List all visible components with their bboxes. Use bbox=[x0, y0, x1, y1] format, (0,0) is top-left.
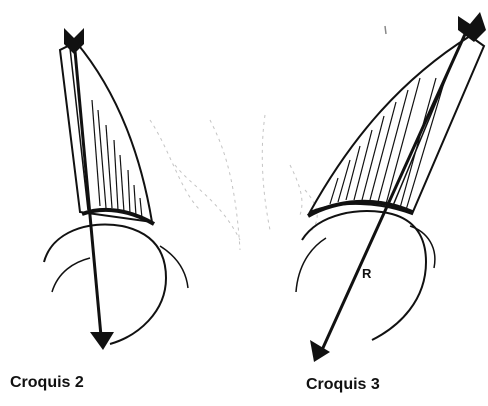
bone-edge-2 bbox=[52, 258, 90, 292]
arrow-head-2 bbox=[90, 332, 114, 350]
arrow-shaft-2 bbox=[74, 40, 101, 336]
fan-edge-2 bbox=[70, 48, 88, 210]
arrow-shaft-3 bbox=[322, 32, 466, 350]
sketch-3 bbox=[296, 12, 486, 362]
sketch-2 bbox=[44, 28, 188, 350]
arrow-label-r: R bbox=[362, 266, 371, 281]
hatching-3 bbox=[330, 76, 446, 210]
bone-edge-3 bbox=[296, 238, 326, 292]
arrow-head-3 bbox=[310, 340, 330, 362]
caption-croquis-2: Croquis 2 bbox=[10, 374, 84, 392]
hatching-2 bbox=[92, 100, 142, 218]
arrow-tail-2 bbox=[64, 28, 84, 54]
faint-background-lines bbox=[150, 115, 317, 250]
caption-croquis-3: Croquis 3 bbox=[306, 376, 380, 394]
stray-mark bbox=[385, 26, 386, 34]
bone-outline-2 bbox=[44, 225, 166, 345]
bone-tail-3 bbox=[410, 226, 435, 268]
